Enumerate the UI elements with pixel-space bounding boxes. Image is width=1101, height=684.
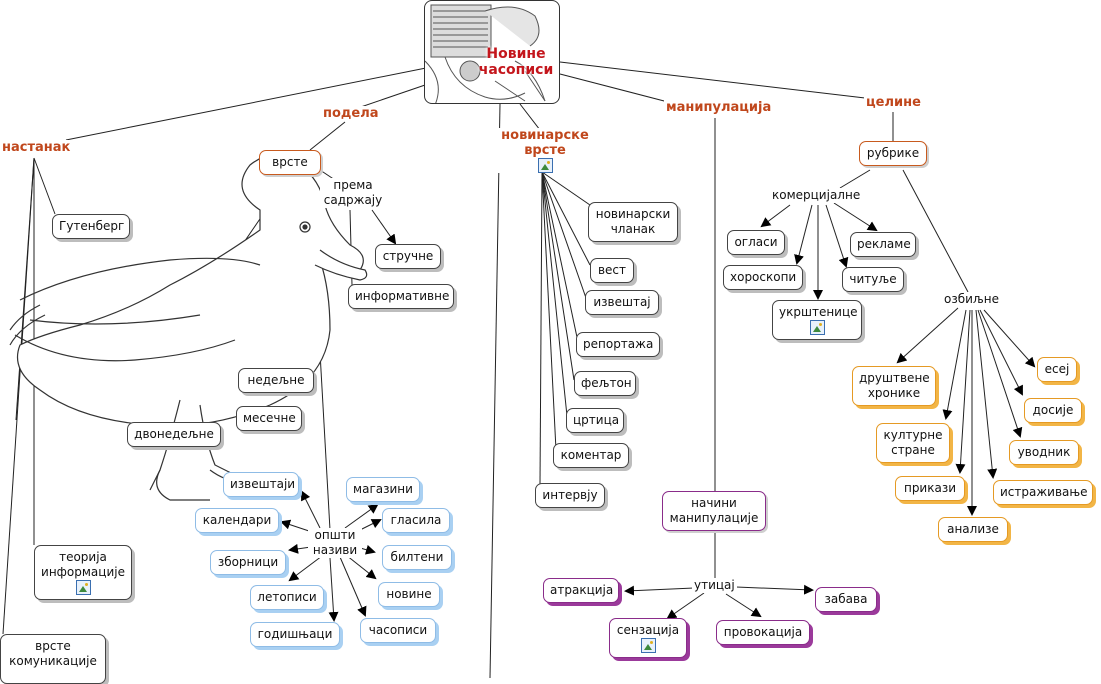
node-analize[interactable]: анализе — [938, 517, 1008, 542]
node-reportaza[interactable]: репортажа — [576, 332, 660, 357]
header-podela: подела — [321, 106, 381, 121]
node-uvodnik[interactable]: уводник — [1009, 440, 1079, 465]
node-strucne[interactable]: стручне — [375, 244, 441, 269]
node-novine[interactable]: новине — [378, 582, 440, 607]
label-opsti-nazivi: општи називи — [308, 528, 362, 558]
node-vrste[interactable]: врсте — [259, 150, 321, 175]
node-senzacija[interactable]: сензација — [609, 618, 687, 658]
node-kulturne-strane[interactable]: културне стране — [876, 423, 950, 463]
node-istrazivanje[interactable]: истраживање — [993, 480, 1093, 505]
node-label: сензација — [616, 623, 680, 637]
node-bilteni[interactable]: билтени — [382, 545, 452, 570]
node-esej[interactable]: есеј — [1037, 357, 1077, 382]
node-feljton[interactable]: фељтон — [574, 371, 636, 396]
resource-icon[interactable] — [75, 580, 91, 595]
node-label: теорија информације — [41, 550, 125, 579]
header-celine: целине — [864, 95, 923, 110]
node-gutenberg[interactable]: Гутенберг — [52, 214, 130, 239]
node-citulje[interactable]: читуље — [842, 267, 904, 292]
node-glasila[interactable]: гласила — [382, 508, 450, 533]
node-rubrike[interactable]: рубрике — [859, 141, 927, 166]
node-izvestaji[interactable]: извештаји — [223, 472, 299, 497]
node-vrste-komunikacije[interactable]: врсте комуникације — [0, 634, 106, 684]
node-ukrstenice[interactable]: укрштенице — [772, 300, 862, 340]
node-kalendari[interactable]: календари — [195, 508, 279, 533]
label-komercijalne: комерцијалне — [770, 188, 863, 203]
label-uticaj: утицај — [692, 578, 737, 593]
node-novinarski-clanak[interactable]: новинарски чланак — [588, 202, 678, 242]
root-title: Новине часописи — [478, 46, 554, 78]
node-informativne[interactable]: информативне — [348, 284, 454, 309]
node-nacini-manipulacije[interactable]: начини манипулације — [662, 491, 766, 531]
node-magazini[interactable]: магазини — [346, 477, 420, 502]
node-reklame[interactable]: рекламе — [850, 232, 916, 257]
label-prema-sadrzaju: према садржају — [320, 178, 386, 208]
node-dosije[interactable]: досије — [1024, 398, 1082, 423]
header-nastanak: настанак — [0, 140, 73, 155]
node-casopisi[interactable]: часописи — [360, 618, 436, 643]
node-teorija-informacije[interactable]: теорија информације — [34, 545, 132, 600]
node-dvonedeljne[interactable]: двонедељне — [127, 422, 221, 447]
newspaper-reader-illustration — [425, 4, 546, 103]
header-manipulacija: манипулација — [664, 100, 774, 115]
node-provokacija[interactable]: провокација — [716, 620, 810, 645]
header-novinarske-vrste: новинарске врсте — [498, 128, 592, 173]
node-vest[interactable]: вест — [590, 258, 634, 283]
resource-icon[interactable] — [809, 320, 825, 335]
node-nedeljne[interactable]: недељне — [238, 368, 314, 393]
label-ozbiljne: озбиљне — [942, 292, 1001, 307]
node-letopisi[interactable]: летописи — [250, 585, 324, 610]
root-node[interactable]: Новине часописи — [424, 0, 560, 104]
node-komentar[interactable]: коментар — [553, 443, 629, 468]
node-intervju[interactable]: интервју — [535, 483, 605, 508]
node-crtica[interactable]: цртица — [566, 408, 624, 433]
node-izvestaj[interactable]: извештај — [585, 290, 659, 315]
resource-icon[interactable] — [537, 158, 553, 173]
node-godisnjaci[interactable]: годишњаци — [250, 622, 340, 647]
node-oglasi[interactable]: огласи — [727, 230, 785, 255]
node-mesecne[interactable]: месечне — [236, 406, 302, 431]
node-label: укрштенице — [779, 305, 858, 319]
resource-icon[interactable] — [640, 638, 656, 653]
node-label: врсте комуникације — [9, 639, 97, 668]
node-horoskopi[interactable]: хороскопи — [723, 265, 803, 290]
node-zbornici[interactable]: зборници — [210, 550, 286, 575]
node-zabava[interactable]: забава — [815, 587, 877, 612]
node-prikazi[interactable]: прикази — [895, 476, 965, 501]
node-drustvene-hronike[interactable]: друштвене хронике — [852, 366, 936, 406]
node-atrakcija[interactable]: атракција — [543, 578, 619, 603]
